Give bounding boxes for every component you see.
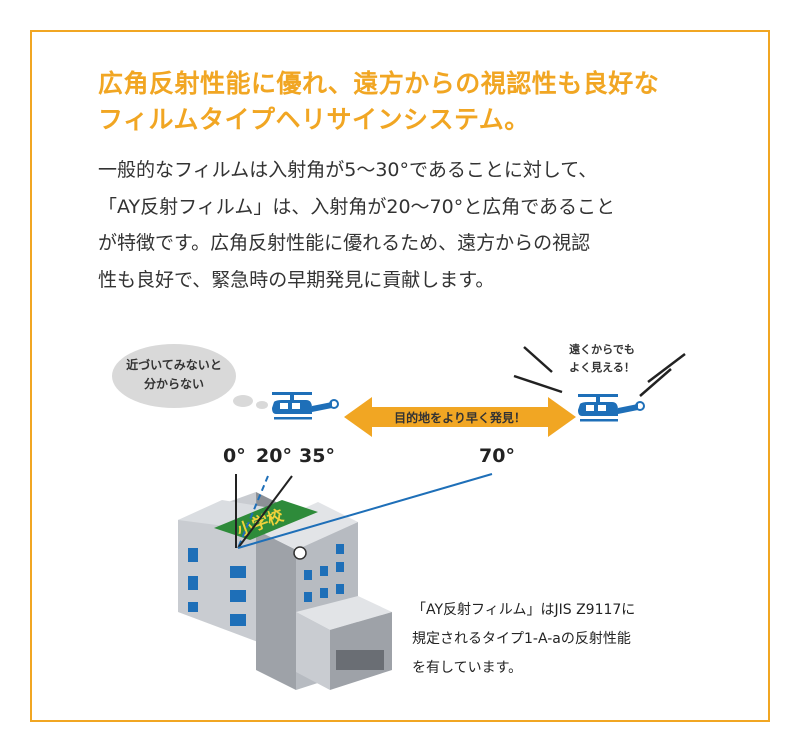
clock-icon [293, 546, 307, 560]
description-line-1: 一般的なフィルムは入射角が5〜30°であることに対して、 [98, 159, 598, 181]
headline: 広角反射性能に優れ、遠方からの視認性も良好な フィルムタイプヘリサインシステム。 [98, 66, 738, 138]
helicopter-right-icon [578, 394, 645, 422]
angle-labels: 0° 20° 35° 70° [223, 445, 515, 467]
angle-label-0: 0° [223, 445, 246, 467]
angle-rays [235, 473, 493, 549]
content-frame [30, 30, 770, 722]
angle-label-70: 70° [479, 445, 515, 467]
thought-bubble-line-1: 近づいてみないと [126, 357, 222, 372]
emphasis-line [647, 353, 686, 383]
description: 一般的なフィルムは入射角が5〜30°であることに対して、 「AY反射フィルム」は… [98, 152, 738, 298]
double-arrow: 目的地をより早く発見！ [344, 397, 576, 437]
jis-note-line-2: 規定されるタイプ1-A-aの反射性能 [412, 631, 631, 647]
ray-35 [237, 475, 293, 549]
speech-line-2: よく見える！ [569, 361, 635, 374]
arrow-label: 目的地をより早く発見！ [394, 410, 526, 425]
angle-label-35: 35° [299, 445, 335, 467]
description-line-4: 性も良好で、緊急時の早期発見に貢献します。 [98, 268, 495, 291]
ray-70 [237, 473, 493, 549]
thought-bubble-line-2: 分からない [144, 376, 204, 391]
speech-callout: 遠くからでも よく見える！ [513, 342, 686, 397]
headline-line-1: 広角反射性能に優れ、遠方からの視認性も良好な [98, 69, 660, 98]
angle-label-20: 20° [256, 445, 292, 467]
helicopter-left-icon [272, 392, 339, 420]
description-line-3: が特徴です。広角反射性能に優れるため、遠方からの視認 [98, 232, 591, 254]
speech-line-1: 遠くからでも [569, 342, 635, 356]
emphasis-line [523, 346, 553, 373]
jis-note-line-3: を有しています。 [412, 660, 523, 676]
emphasis-line [513, 374, 563, 394]
school-building: 小学校 [178, 492, 392, 690]
thought-bubble: 近づいてみないと 分からない [112, 344, 268, 409]
rooftop-sign [214, 500, 318, 540]
jis-note-line-1: 「AY反射フィルム」はJIS Z9117に [412, 602, 636, 618]
ray-20 [237, 475, 269, 549]
description-line-2: 「AY反射フィルム」は、入射角が20〜70°と広角であること [98, 195, 616, 218]
jis-note: 「AY反射フィルム」はJIS Z9117に 規定されるタイプ1-A-aの反射性能… [412, 596, 635, 683]
headline-line-2: フィルムタイプヘリサインシステム。 [98, 105, 530, 134]
emphasis-line [639, 368, 672, 397]
